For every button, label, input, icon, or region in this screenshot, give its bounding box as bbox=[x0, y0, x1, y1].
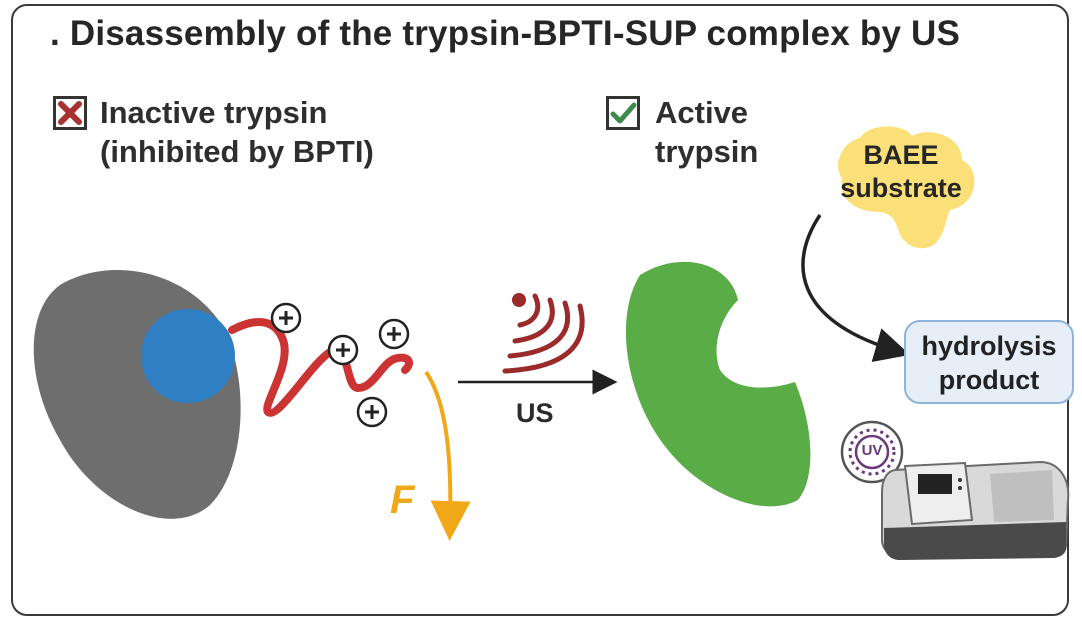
force-arrow bbox=[424, 370, 471, 541]
inactive-trypsin-label: Inactive trypsin (inhibited by BPTI) bbox=[100, 93, 374, 171]
charge-plus-1 bbox=[270, 302, 302, 334]
bpti-circle bbox=[141, 309, 235, 403]
active-line2: trypsin bbox=[655, 134, 759, 169]
figure-title: . Disassembly of the trypsin-BPTI-SUP co… bbox=[50, 14, 961, 53]
force-label: F bbox=[390, 478, 415, 522]
substrate-label: BAEE substrate bbox=[826, 139, 976, 205]
us-arrow-label: US bbox=[516, 398, 554, 428]
sup-chain bbox=[228, 317, 413, 417]
uv-text: UV bbox=[861, 442, 883, 459]
spectrophotometer-icon bbox=[881, 460, 1070, 560]
substrate-line2: substrate bbox=[840, 173, 962, 203]
inactive-line1: Inactive trypsin bbox=[100, 95, 328, 130]
substrate-shape bbox=[838, 126, 975, 249]
charge-plus-2 bbox=[327, 334, 359, 366]
hydrolysis-product-box: hydrolysis product bbox=[904, 320, 1074, 404]
product-line1: hydrolysis bbox=[921, 331, 1057, 361]
active-trypsin-shape bbox=[625, 261, 811, 507]
product-line2: product bbox=[938, 365, 1040, 395]
ultrasound-icon bbox=[502, 293, 585, 374]
cross-icon bbox=[53, 96, 87, 130]
substrate-line1: BAEE bbox=[863, 140, 939, 170]
charge-plus-4 bbox=[356, 396, 388, 428]
active-line1: Active bbox=[655, 95, 749, 130]
charge-plus-3 bbox=[378, 318, 410, 350]
active-trypsin-label: Active trypsin bbox=[655, 93, 758, 171]
uv-icon bbox=[840, 420, 904, 484]
check-icon bbox=[606, 96, 640, 130]
hydrolysis-arrow bbox=[801, 214, 911, 362]
inactive-line2: (inhibited by BPTI) bbox=[100, 134, 374, 169]
